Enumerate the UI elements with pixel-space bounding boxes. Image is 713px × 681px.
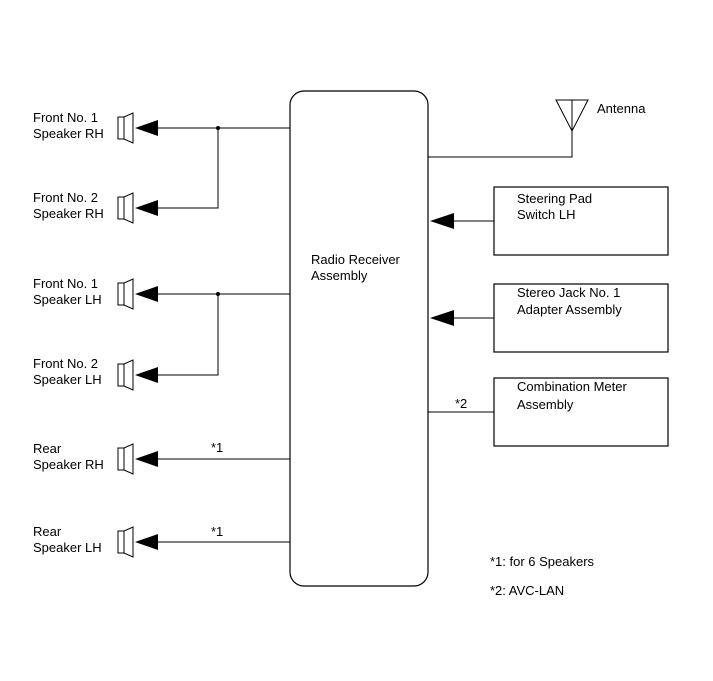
- speaker-rear-lh-label-line2: Speaker LH: [33, 540, 102, 555]
- speaker-rear-rh-label-line1: Rear: [33, 441, 62, 456]
- note-1: *1: for 6 Speakers: [490, 554, 595, 569]
- speaker-front-no2-lh-label-line1: Front No. 2: [33, 356, 98, 371]
- speaker-front-no2-lh: Front No. 2 Speaker LH: [33, 356, 158, 391]
- speaker-rear-rh-label-line2: Speaker RH: [33, 457, 104, 472]
- speaker-front-no1-lh-label-line1: Front No. 1: [33, 276, 98, 291]
- antenna-icon: [555, 99, 589, 133]
- antenna: Antenna: [428, 99, 646, 158]
- speaker-front-no2-rh-label-line2: Speaker RH: [33, 206, 104, 221]
- speaker-icon: [117, 359, 134, 391]
- steering-pad-switch-label-line2: Switch LH: [517, 207, 576, 222]
- input-combination-meter: Combination Meter Assembly *2: [428, 377, 669, 447]
- radio-receiver-assembly: Radio Receiver Assembly: [289, 90, 429, 587]
- antenna-wire: [428, 131, 573, 158]
- speaker-front-no1-lh-label-line2: Speaker LH: [33, 292, 102, 307]
- arrow-icon: [430, 213, 454, 229]
- wire: [158, 294, 219, 376]
- arrow-icon: [135, 367, 158, 383]
- arrow-icon: [135, 200, 158, 216]
- speaker-front-no1-rh-label-line1: Front No. 1: [33, 110, 98, 125]
- antenna-label: Antenna: [597, 101, 646, 116]
- combination-meter-label-line1: Combination Meter: [517, 379, 627, 394]
- speaker-front-no2-lh-label-line2: Speaker LH: [33, 372, 102, 387]
- speaker-icon: [117, 278, 134, 310]
- note-mark-1: *1: [211, 440, 223, 455]
- combination-meter-box: [493, 377, 669, 447]
- speaker-rear-lh-label-line1: Rear: [33, 524, 62, 539]
- speaker-rear-rh: Rear Speaker RH *1: [33, 440, 290, 475]
- front-lh-wiring: [158, 292, 290, 376]
- speaker-rear-lh: Rear Speaker LH *1: [33, 524, 290, 558]
- arrow-icon: [430, 310, 454, 326]
- speaker-front-no2-rh: Front No. 2 Speaker RH: [33, 190, 158, 224]
- combination-meter-label-line2: Assembly: [517, 397, 574, 412]
- wire: [158, 128, 219, 209]
- radio-receiver-box: [289, 90, 429, 587]
- arrow-icon: [135, 534, 158, 550]
- speaker-icon: [117, 526, 134, 558]
- steering-pad-switch-label-line1: Steering Pad: [517, 191, 592, 206]
- notes: *1: for 6 Speakers *2: AVC-LAN: [490, 554, 595, 598]
- speaker-icon: [117, 443, 134, 475]
- arrow-icon: [135, 286, 158, 302]
- speaker-front-no2-rh-label-line1: Front No. 2: [33, 190, 98, 205]
- arrow-icon: [135, 120, 158, 136]
- note-2: *2: AVC-LAN: [490, 583, 564, 598]
- input-stereo-jack-adapter: Stereo Jack No. 1 Adapter Assembly: [430, 283, 669, 353]
- arrow-icon: [135, 451, 158, 467]
- junction-dot: [216, 126, 220, 130]
- stereo-jack-adapter-label-line1: Stereo Jack No. 1: [517, 285, 620, 300]
- speaker-icon: [117, 112, 134, 144]
- front-rh-wiring: [158, 126, 290, 209]
- note-mark-1: *1: [211, 524, 223, 539]
- stereo-jack-adapter-label-line2: Adapter Assembly: [517, 302, 622, 317]
- radio-receiver-label-line2: Assembly: [311, 268, 368, 283]
- steering-pad-switch-box: [493, 186, 669, 256]
- note-mark-2: *2: [455, 396, 467, 411]
- input-steering-pad-switch: Steering Pad Switch LH: [430, 186, 669, 256]
- radio-receiver-label-line1: Radio Receiver: [311, 252, 401, 267]
- speaker-front-no1-lh: Front No. 1 Speaker LH: [33, 276, 158, 310]
- speaker-front-no1-rh-label-line2: Speaker RH: [33, 126, 104, 141]
- speaker-front-no1-rh: Front No. 1 Speaker RH: [33, 110, 158, 144]
- junction-dot: [216, 292, 220, 296]
- speaker-icon: [117, 192, 134, 224]
